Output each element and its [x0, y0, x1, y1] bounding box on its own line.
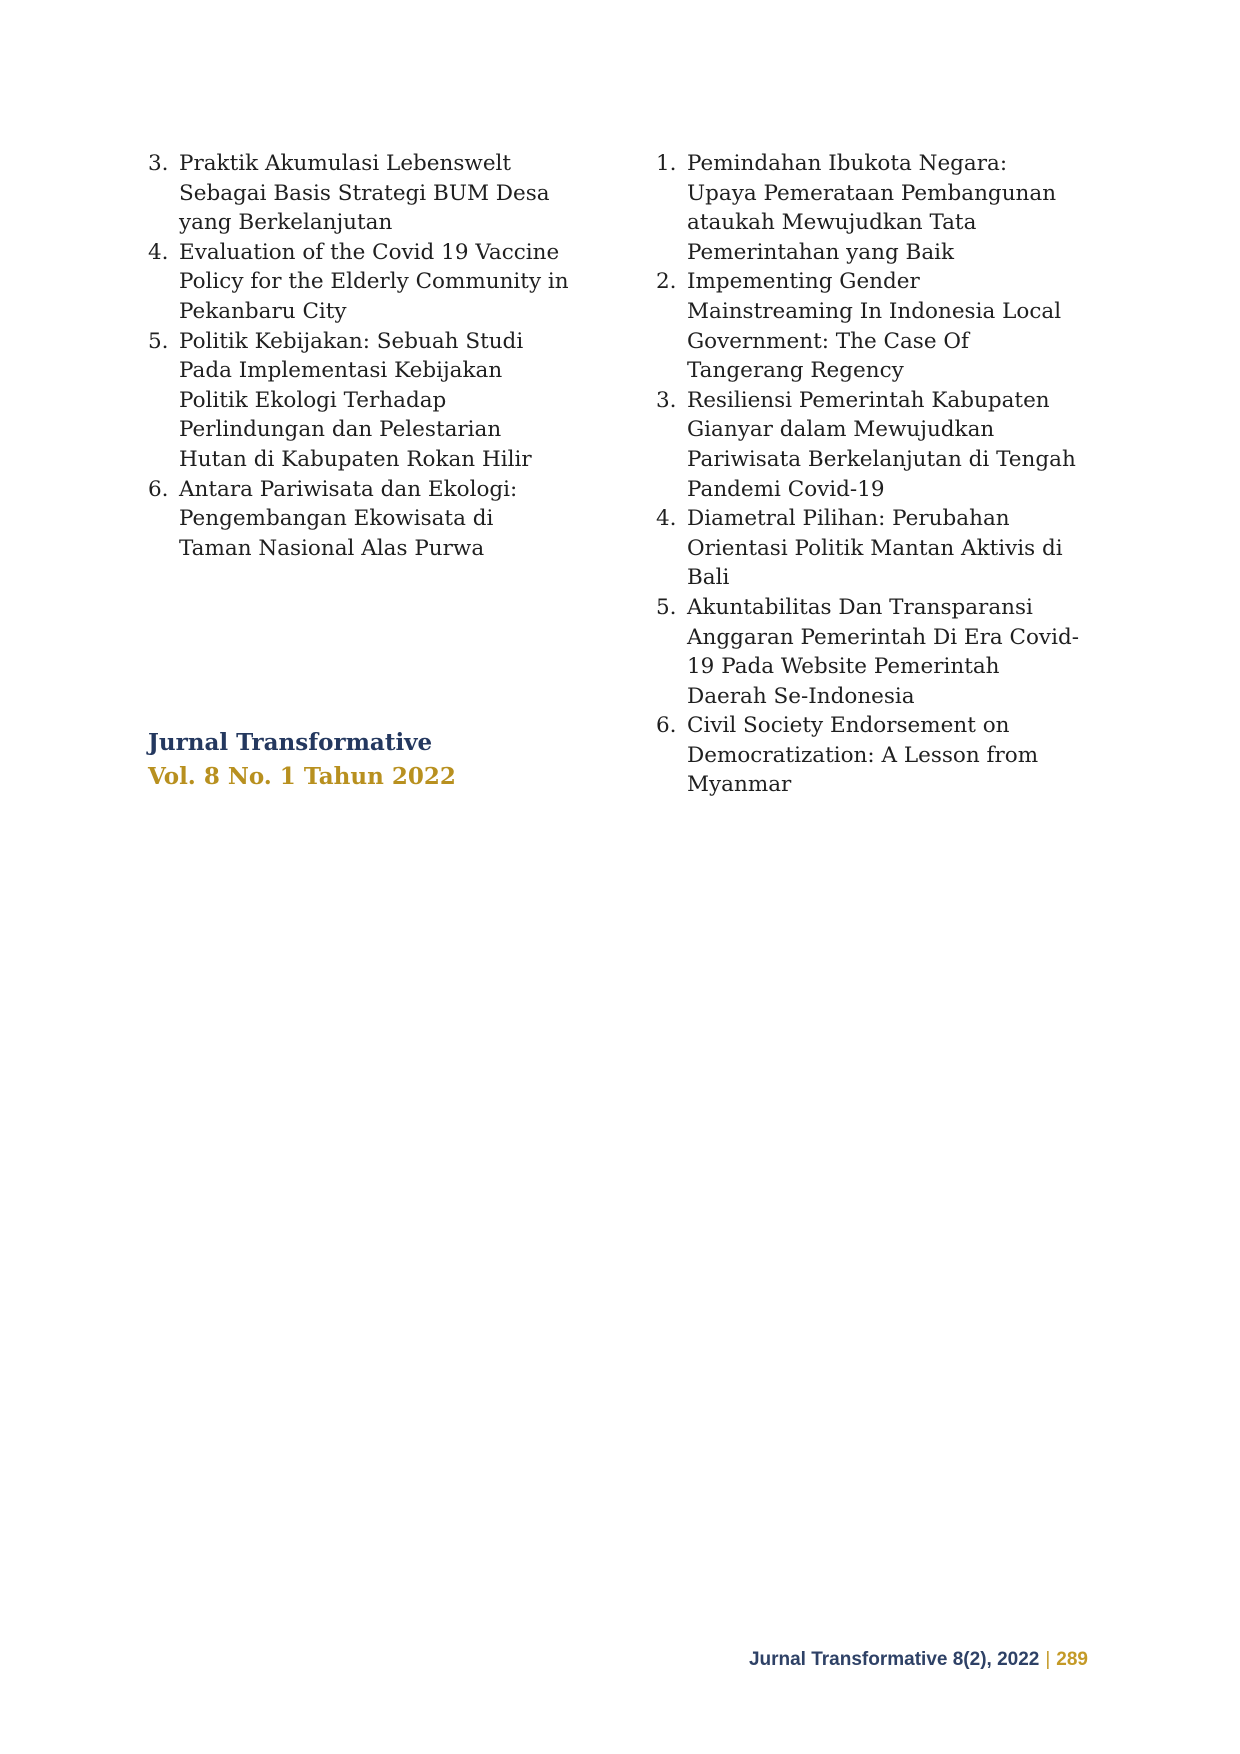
article-title: Civil Society Endorsement on Democratizat… [687, 711, 1116, 800]
article-number: 4. [656, 506, 677, 532]
article-title-line: Akuntabilitas Dan Transparansi [687, 594, 1033, 620]
article-title-line: Democratization: A Lesson from [687, 742, 1039, 768]
article-title-line: Upaya Pemerataan Pembangunan [687, 180, 1057, 206]
volume-heading: Jurnal Transformative Vol. 8 No. 1 Tahun… [148, 726, 588, 794]
article-title-line: Resiliensi Pemerintah Kabupaten [687, 387, 1050, 413]
article-title-line: Politik Kebijakan: Sebuah Studi [179, 328, 524, 354]
article-title-line: Pengembangan Ekowisata di [179, 506, 494, 532]
article-title-line: Government: The Case Of [687, 328, 969, 354]
article-title-line: Impementing Gender [687, 269, 920, 295]
article-title-line: Anggaran Pemerintah Di Era Covid- [687, 624, 1079, 650]
article-list-item: 6. Antara Pariwisata dan Ekologi: Pengemba… [148, 475, 588, 564]
article-title-line: Evaluation of the Covid 19 Vaccine [179, 239, 560, 265]
article-number: 4. [148, 239, 169, 265]
article-title-line: Policy for the Elderly Community in [179, 269, 569, 295]
article-title-line: Pada Implementasi Kebijakan [179, 358, 503, 384]
article-title-line: Taman Nasional Alas Purwa [179, 535, 485, 561]
article-title-line: ataukah Mewujudkan Tata [687, 210, 977, 236]
article-number: 6. [148, 476, 169, 502]
page-footer: Jurnal Transformative 8(2), 2022|289 [749, 1649, 1088, 1671]
article-title-line: Hutan di Kabupaten Rokan Hilir [179, 446, 532, 472]
footer-journal: Jurnal Transformative 8(2), 2022 [748, 1649, 1040, 1670]
article-number: 2. [656, 269, 677, 295]
article-title-line: Tangerang Regency [687, 358, 904, 384]
article-list-item: 6. Civil Society Endorsement on Democratiz… [656, 711, 1116, 800]
article-title-line: Bali [687, 565, 730, 591]
article-title-line: Pandemi Covid-19 [687, 476, 885, 502]
article-title-line: Myanmar [687, 772, 792, 798]
article-number: 5. [656, 594, 677, 620]
article-title-line: Pemindahan Ibukota Negara: [687, 151, 1008, 176]
article-number: 1. [656, 151, 677, 176]
article-title-line: Antara Pariwisata dan Ekologi: [179, 476, 518, 502]
article-number: 5. [148, 328, 169, 354]
article-title-line: Civil Society Endorsement on [687, 713, 1010, 739]
article-title-line: Pariwisata Berkelanjutan di Tengah [687, 446, 1076, 472]
article-title-line: Praktik Akumulasi Lebenswelt [179, 151, 512, 176]
page-number: 289 [1056, 1649, 1088, 1670]
volume-label: Vol. 8 No. 1 Tahun 2022 [148, 763, 456, 790]
article-number: 6. [656, 713, 677, 739]
article-title-line: Gianyar dalam Mewujudkan [687, 417, 995, 443]
article-title-line: yang Berkelanjutan [179, 210, 393, 236]
article-title-line: Mainstreaming In Indonesia Local [687, 298, 1062, 324]
article-title-line: Perlindungan dan Pelestarian [179, 417, 502, 443]
article-title-line: Politik Ekologi Terhadap [179, 387, 447, 413]
right-toc-list: 1. Pemindahan Ibukota Negara: Upaya Pemera… [656, 149, 1116, 800]
article-title-line: Daerah Se-Indonesia [687, 683, 915, 709]
journal-name: Jurnal Transformative [148, 729, 433, 756]
article-title-line: Pekanbaru City [179, 298, 347, 324]
article-title: Antara Pariwisata dan Ekologi: Pengembang… [179, 475, 588, 564]
article-title-line: Sebagai Basis Strategi BUM Desa [179, 180, 550, 206]
article-title-line: Pemerintahan yang Baik [687, 239, 955, 265]
article-title-line: Orientasi Politik Mantan Aktivis di [687, 535, 1063, 561]
article-title-line: Diametral Pilihan: Perubahan [687, 506, 1010, 532]
right-article-list: 1. Pemindahan Ibukota Negara: Upaya Pemera… [656, 149, 1116, 800]
footer-separator: | [1045, 1649, 1051, 1670]
article-title: Pemindahan Ibukota Negara: Upaya Pemerata… [687, 149, 1116, 267]
article-number: 3. [656, 387, 677, 413]
article-title-line: 19 Pada Website Pemerintah [687, 654, 1000, 680]
article-number: 3. [148, 151, 169, 176]
article-list-item: 1. Pemindahan Ibukota Negara: Upaya Pemera… [656, 149, 1116, 267]
